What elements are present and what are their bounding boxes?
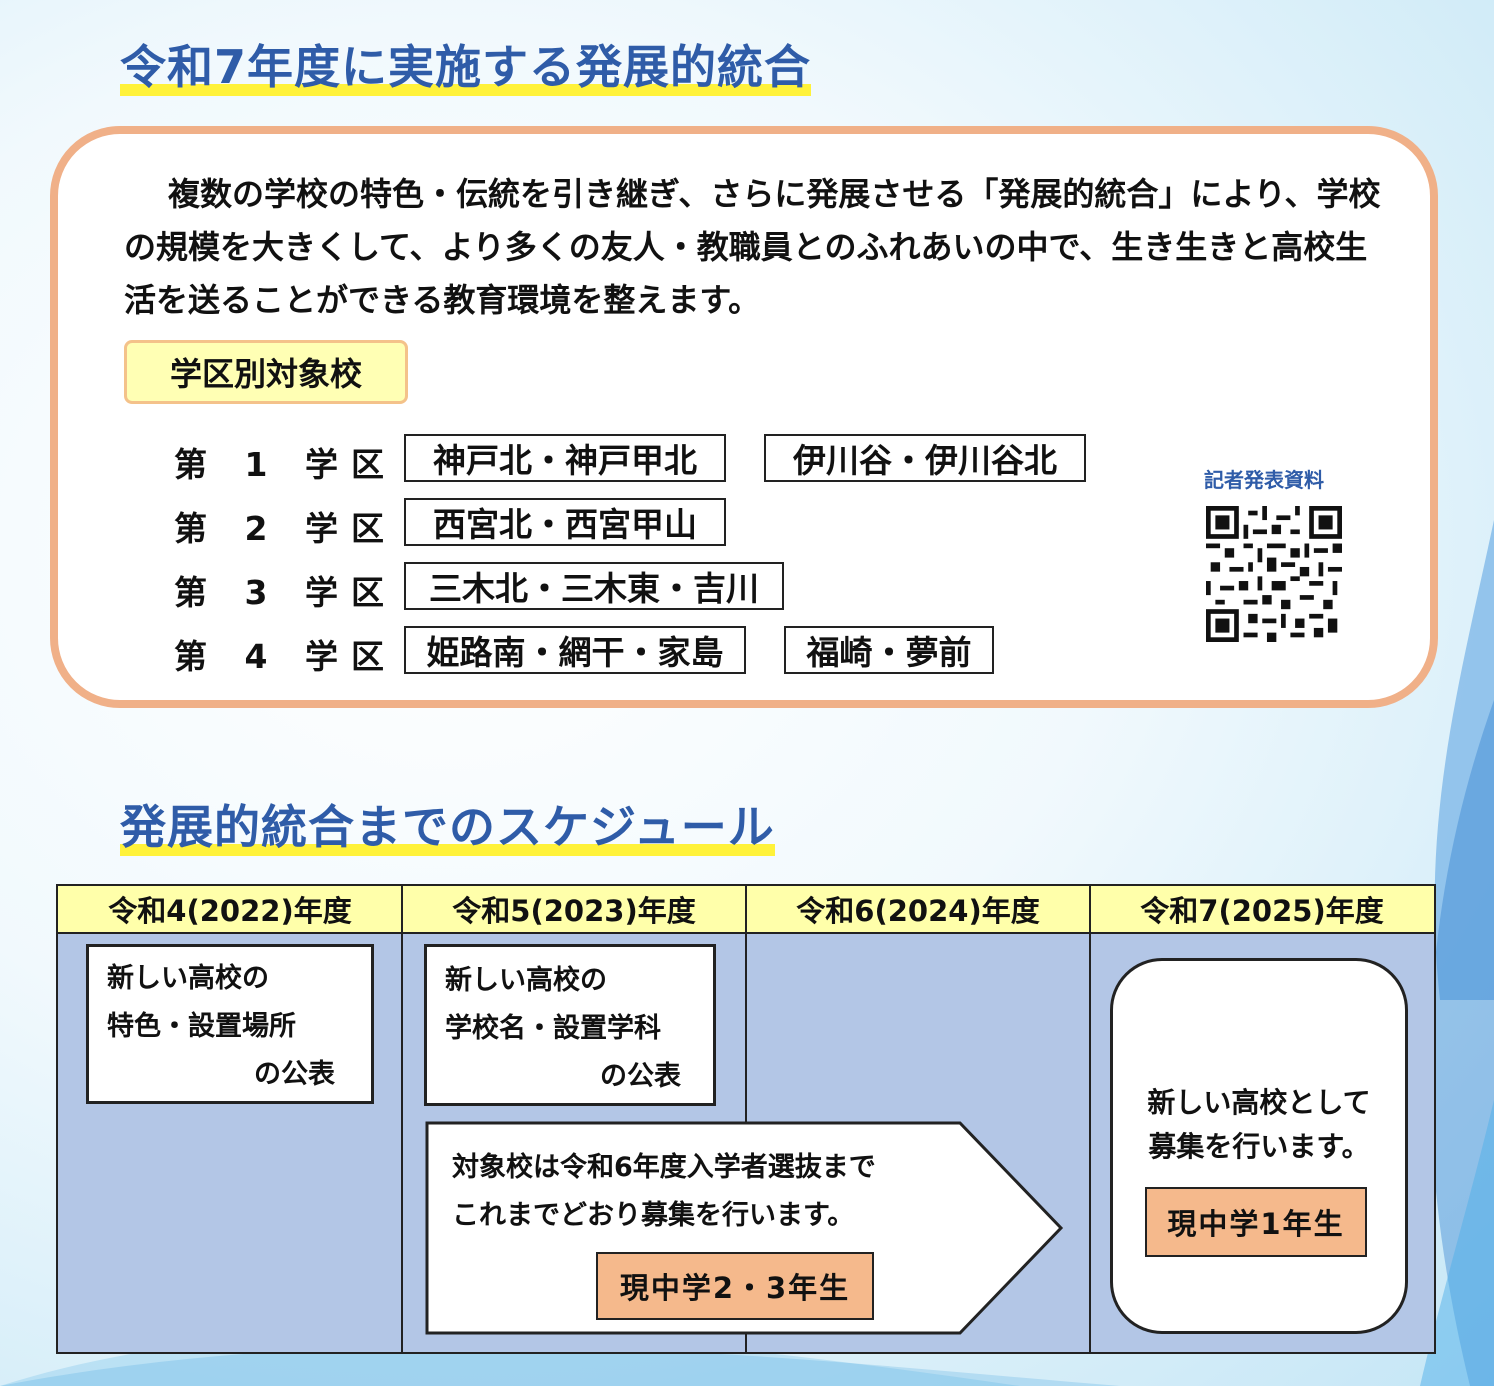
section2-title: 発展的統合までのスケジュール — [120, 800, 775, 856]
arrow-text: 対象校は令和6年度入学者選抜まで これまでどおり募集を行います。 — [452, 1152, 876, 1231]
column-header-2023: 令和5(2023)年度 — [402, 886, 746, 934]
school-box: 伊川谷・伊川谷北 — [764, 434, 1086, 482]
school-box: 福崎・夢前 — [784, 626, 994, 674]
school-box: 神戸北・神戸甲北 — [404, 434, 726, 482]
school-box: 三木北・三木東・吉川 — [404, 562, 784, 610]
district-3-label: 第 3 学区 — [174, 573, 397, 612]
qr-code-icon[interactable] — [1206, 506, 1342, 642]
final-year-box: 新しい高校として 募集を行います。 現中学1年生 — [1110, 958, 1408, 1334]
note-2022: 新しい高校の 特色・設置場所 の公表 — [86, 944, 374, 1104]
column-divider — [401, 886, 403, 1352]
section1-title: 令和7年度に実施する発展的統合 — [120, 40, 812, 96]
column-divider — [1089, 886, 1091, 1352]
district-2-label: 第 2 学区 — [174, 509, 397, 548]
arrow-shape — [425, 1121, 1064, 1335]
note-2023: 新しい高校の 学校名・設置学科 の公表 — [424, 944, 716, 1106]
merger-info-panel: 複数の学校の特色・伝統を引き継ぎ、さらに発展させる「発展的統合」により、学校の規… — [50, 126, 1438, 708]
district-1-label: 第 1 学区 — [174, 445, 397, 484]
column-header-2022: 令和4(2022)年度 — [58, 886, 402, 934]
column-header-2024: 令和6(2024)年度 — [746, 886, 1090, 934]
district-4-label: 第 4 学区 — [174, 637, 397, 676]
district-schools-badge: 学区別対象校 — [124, 340, 408, 404]
column-header-2025: 令和7(2025)年度 — [1090, 886, 1434, 934]
school-box: 西宮北・西宮甲山 — [404, 498, 726, 546]
school-box: 姫路南・網干・家島 — [404, 626, 746, 674]
intro-paragraph: 複数の学校の特色・伝統を引き継ぎ、さらに発展させる「発展的統合」により、学校の規… — [124, 175, 1381, 319]
qr-label: 記者発表資料 — [1204, 468, 1324, 492]
schedule-table: 令和4(2022)年度 令和5(2023)年度 令和6(2024)年度 令和7(… — [56, 884, 1436, 1354]
current-grade-1-tag: 現中学1年生 — [1145, 1187, 1367, 1257]
column-divider — [745, 886, 747, 1352]
current-grade-2-3-tag: 現中学2・3年生 — [596, 1252, 874, 1320]
